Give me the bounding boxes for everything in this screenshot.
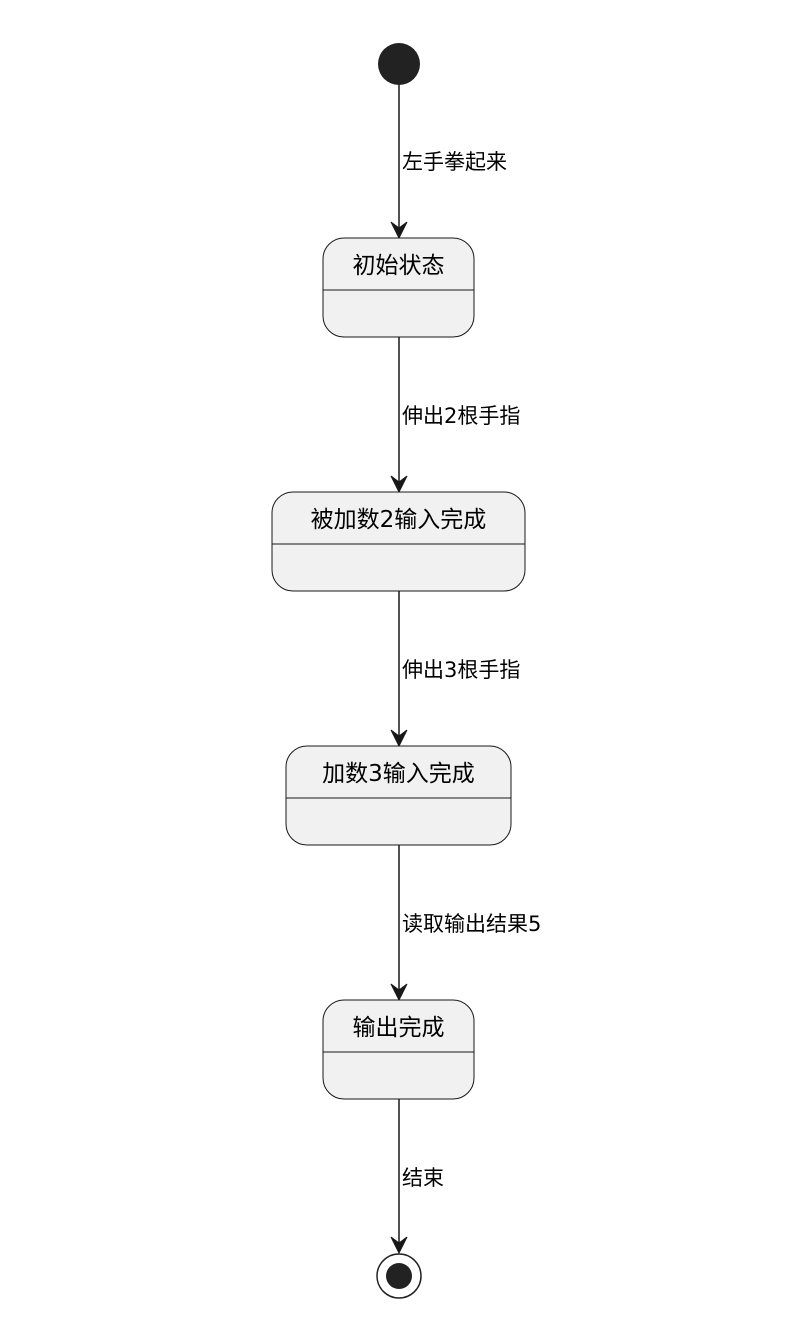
state-name: 加数3输入完成 [322,761,475,787]
arrow-head [390,221,408,240]
start-node [378,43,420,85]
state-addend3: 加数3输入完成 [285,745,512,846]
transition-label: 伸出3根手指 [402,658,520,682]
transition-initial-addend2: 伸出2根手指 [390,337,520,494]
transition-start-initial: 左手拳起来 [390,85,507,240]
transition-output-end: 结束 [390,1099,444,1255]
transition-label: 伸出2根手指 [402,404,520,428]
transition-addend2-addend3: 伸出3根手指 [390,591,520,748]
state-name: 被加数2输入完成 [311,507,487,533]
transition-addend3-output: 读取输出结果5 [390,845,541,1002]
transition-label: 读取输出结果5 [402,912,541,936]
transition-label: 左手拳起来 [402,150,507,174]
arrow-head [390,1236,408,1255]
arrow-head [390,983,408,1002]
arrow-head [390,729,408,748]
state-name: 初始状态 [353,253,445,279]
state-addend2: 被加数2输入完成 [271,491,526,592]
end-node-dot [386,1263,412,1289]
transition-label: 结束 [402,1166,444,1190]
end-node [376,1253,422,1299]
end-node-ring [376,1253,422,1299]
state-initial: 初始状态 [322,237,475,338]
state-name: 输出完成 [353,1015,445,1041]
arrow-head [390,475,408,494]
state-output: 输出完成 [322,999,475,1100]
